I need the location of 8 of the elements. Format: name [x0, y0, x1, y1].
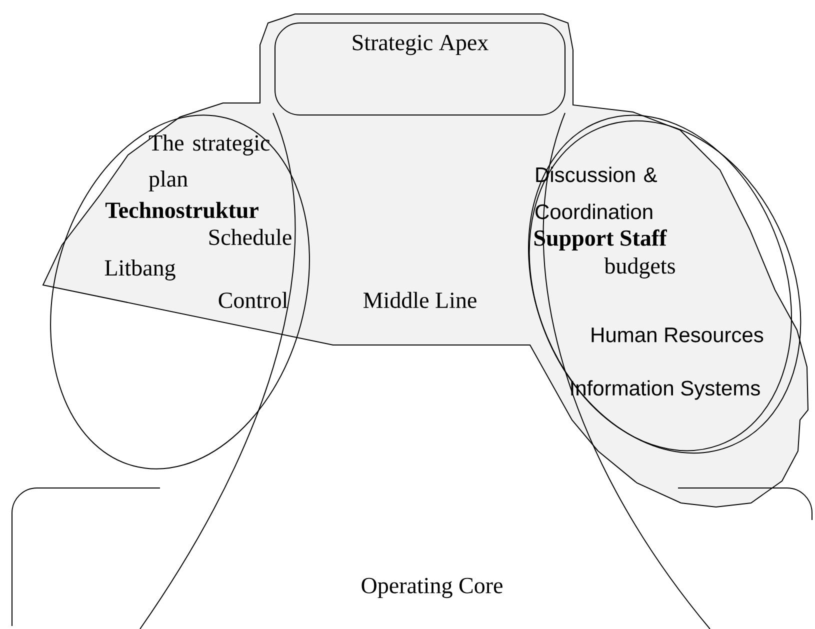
ellipse-item: Schedule	[209, 228, 292, 246]
ellipse-item: Litbang	[104, 260, 176, 280]
ellipse-heading: Technostruktur	[105, 202, 258, 218]
box-label: Operating Core	[362, 578, 502, 598]
region-label: Middle Line	[364, 292, 476, 308]
ellipse-item: The strategic plan	[148, 134, 270, 192]
box-label: Strategic Apex	[352, 34, 488, 56]
ellipse-item: Control	[218, 292, 288, 308]
